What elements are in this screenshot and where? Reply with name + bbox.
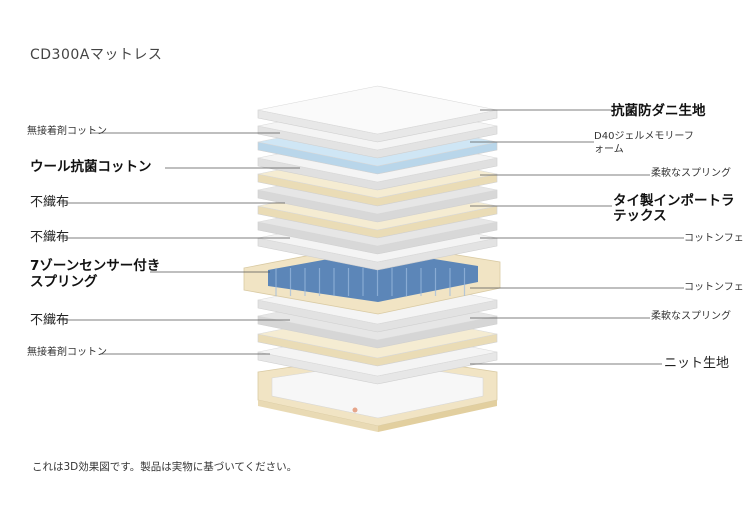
page-title: CD300Aマットレス (30, 47, 163, 63)
label-cotton-felt-1: コットンフェ (684, 233, 744, 244)
label-knit-fabric: ニット生地 (664, 356, 730, 371)
base-frame-side-right (378, 400, 497, 432)
label-nonwoven-3: 不織布 (30, 313, 70, 328)
spring-unit (243, 241, 501, 315)
label-thai-latex-1: タイ製インポートラ (613, 193, 735, 209)
layer-antibacterial-fabric (257, 85, 498, 143)
leader-lines (60, 109, 684, 365)
mattress-layers (243, 85, 501, 432)
label-thai-latex-2: テックス (613, 208, 667, 224)
label-nonadhesive-cotton-bottom: 無接着剤コットン (27, 347, 107, 358)
label-nonwoven-1: 不織布 (30, 195, 70, 210)
spring-coils (268, 250, 478, 302)
label-7zone-sensor: 7ゾーンセンサー付き (30, 258, 161, 274)
base-frame-side-left (258, 400, 378, 432)
label-d40-gel-memory-foam-1: D40ジェルメモリーフ (594, 131, 694, 142)
label-wool-antibacterial-cotton: ウール抗菌コットン (30, 159, 152, 175)
label-antibacterial-antimite-fabric: 抗菌防ダニ生地 (611, 103, 706, 119)
label-nonadhesive-cotton-top: 無接着剤コットン (27, 126, 107, 137)
base-frame-logo (352, 407, 358, 413)
label-cotton-felt-2: コットンフェ (684, 282, 744, 293)
label-soft-spring-2: 柔軟なスプリング (651, 311, 731, 322)
label-nonwoven-2: 不織布 (30, 230, 70, 245)
label-soft-spring-1: 柔軟なスプリング (651, 168, 731, 179)
footer-note: これは3D効果図です。製品は実物に基づいてください。 (32, 461, 298, 473)
label-spring: スプリング (30, 274, 98, 290)
label-d40-gel-memory-foam-2: ォーム (594, 144, 624, 155)
